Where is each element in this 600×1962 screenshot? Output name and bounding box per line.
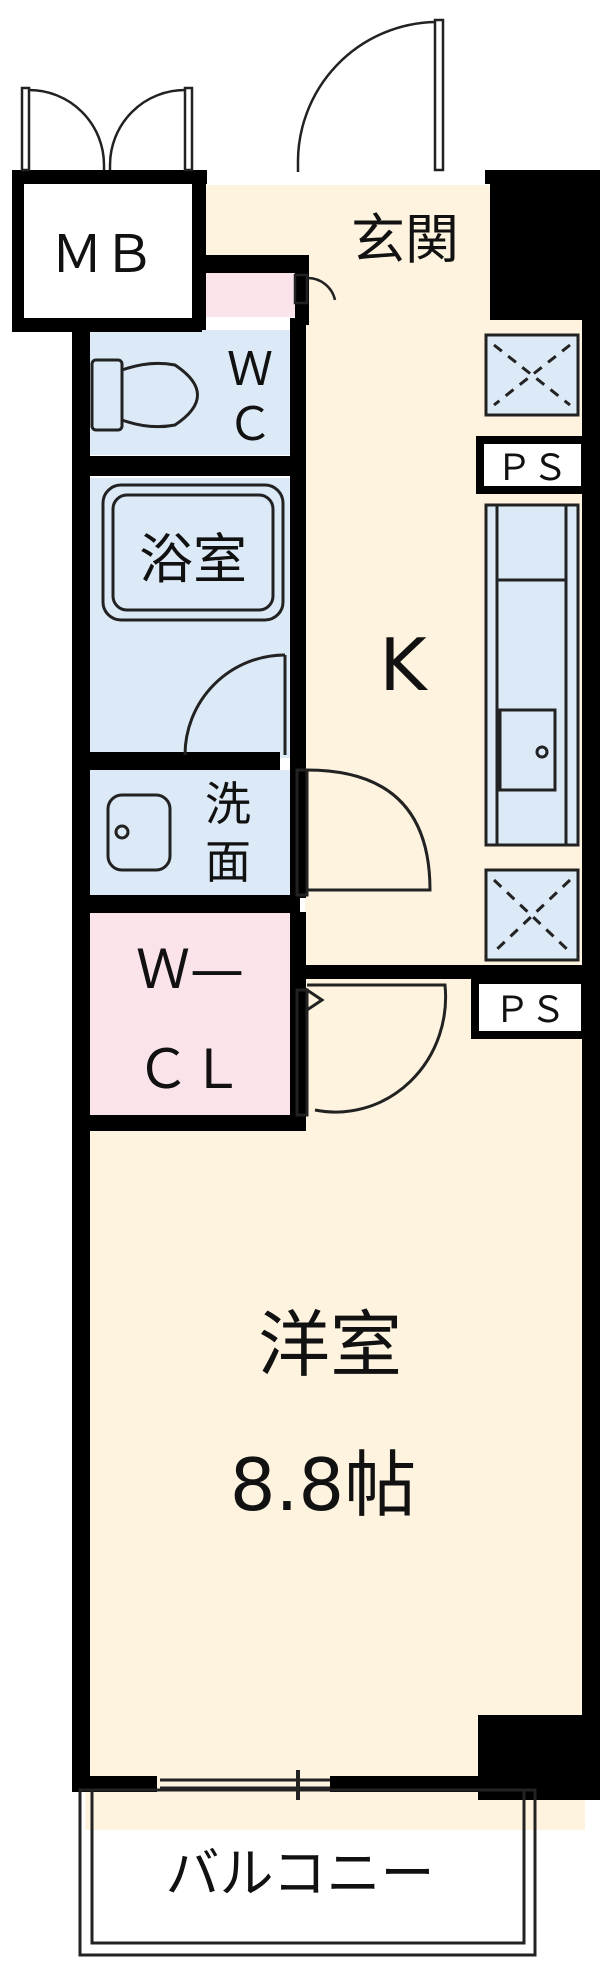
toilet-icon <box>90 358 199 432</box>
wc-label-bottom: Ｃ <box>227 397 273 451</box>
wcl-label-bottom: ＣＬ <box>136 1038 244 1101</box>
entrance-label: 玄関 <box>351 208 459 271</box>
wcl-floor <box>90 912 290 1117</box>
kitchen-label: K <box>379 623 428 707</box>
washroom-floor <box>90 770 290 895</box>
bath-label: 浴室 <box>139 528 247 591</box>
balcony-label: バルコニー <box>166 1842 435 1905</box>
ps-lower-label: ＰＳ <box>494 990 566 1031</box>
bath-door <box>183 653 287 756</box>
wash-door <box>295 768 432 897</box>
kitchen-counter <box>484 333 580 962</box>
western-room-size: 8.8帖 <box>230 1443 417 1527</box>
wcl-label-top: Ｗ— <box>136 938 244 1001</box>
bathtub-icon <box>101 483 285 622</box>
bath-floor <box>90 478 290 758</box>
washbasin-icon <box>106 793 172 872</box>
walls <box>12 170 600 1800</box>
mb-floor <box>22 180 184 310</box>
ps-lower-box <box>471 976 589 1039</box>
washroom-label-top: 洗 <box>205 777 251 831</box>
shoe-closet-floor <box>205 272 295 317</box>
wc-label-top: Ｗ <box>227 342 273 396</box>
ps-upper-label: ＰＳ <box>496 448 568 489</box>
wcl-door <box>295 983 448 1117</box>
washroom-label-bottom: 面 <box>205 835 251 889</box>
balcony <box>78 1770 537 1957</box>
mb-label: ＭＢ <box>51 225 155 285</box>
top-doors <box>20 18 445 305</box>
western-room-label: 洋室 <box>258 1303 402 1387</box>
